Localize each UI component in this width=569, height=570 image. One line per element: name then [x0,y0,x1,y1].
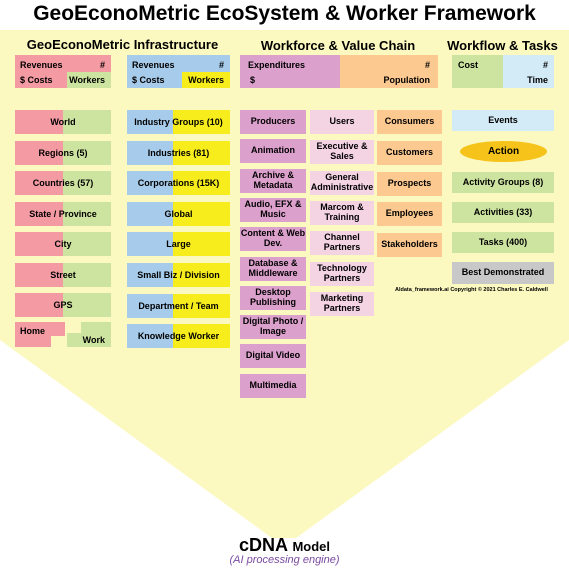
industry-level-0-label: Industry Groups (10) [134,117,223,127]
industry-metric-header: Revenues # $ Costs Workers [127,55,230,88]
tasks-box: Tasks (400) [452,232,554,253]
industry-level-6-label: Department / Team [138,300,219,311]
geo-level-0: World [15,110,111,134]
geo-level-5: Street [15,262,111,287]
industry-revenues-label: Revenues [132,60,175,70]
industry-level-3: Global [127,201,230,226]
geo-level-1-label: Regions (5) [38,147,88,158]
user-3: Marcom & Training [310,200,374,225]
industry-costs-label: $ Costs [132,75,165,85]
user-4: Channel Partners [310,231,374,256]
producer-4: Content & Web Dev. [240,227,306,252]
geo-level-1: Regions (5) [15,140,111,165]
geo-workers-label: Workers [69,75,105,85]
workforce-count-label: # [424,60,430,70]
best-demonstrated-box: Best Demonstrated [452,262,554,284]
cdna-label: cDNA [238,535,288,555]
geo-level-2: Countries (57) [15,171,111,195]
model-label: Model [292,539,331,554]
geo-level-3: State / Province [15,201,111,226]
producer-1: Animation [240,139,306,164]
home-label: Home [20,326,46,336]
workforce-dollar-label: $ [250,75,256,85]
page-title: GeoEconoMetric EcoSystem & Worker Framew… [33,2,536,25]
workforce-population-label: Population [383,75,431,85]
workforce-metric-header: Expenditures # $ Population [240,55,438,88]
consumer-1: Customers [377,140,442,165]
copyright-text: Aldata_framework.ai Copyright © 2021 Cha… [395,287,548,293]
workforce-header: Workforce & Value Chain [260,38,416,53]
events-box: Events [452,110,554,131]
workflow-count-label: # [542,60,548,70]
geo-level-5-label: Street [50,269,76,280]
user-5: Technology Partners [310,261,374,286]
industry-level-1: Industries (81) [127,140,230,165]
geo-level-4-label: City [54,239,72,249]
geo-metric-header: Revenues # $ Costs Workers [15,55,111,88]
consumer-3: Employees [377,202,442,227]
workflow-cost-label: Cost [458,60,478,70]
consumer-0: Consumers [377,110,442,134]
geo-costs-label: $ Costs [20,75,53,85]
geo-level-4: City [15,232,111,256]
industry-level-2: Corporations (15K) [127,171,230,196]
geo-level-2-label: Countries (57) [32,178,94,188]
work-label: Work [82,335,105,345]
producer-2: Archive & Metadata [240,168,306,193]
geo-level-6-label: GPS [53,300,73,310]
workflow-time-label: Time [527,75,548,85]
industry-level-7-label: Knowledge Worker [137,331,220,342]
workflow-metric-header: Cost # Time [452,55,554,88]
industry-level-5-label: Small Biz / Division [137,270,220,280]
activities-box: Activities (33) [452,202,554,223]
action-ellipse: Action [460,141,547,162]
producer-8: Digital Video [240,344,306,369]
industry-level-5: Small Biz / Division [127,263,230,287]
producer-5: Database & Middleware [240,256,306,281]
workflow-header: Workflow & Tasks [447,38,558,53]
user-0: Users [310,110,374,134]
producer-6: Desktop Publishing [240,285,306,310]
industry-level-1-label: Industries (81) [147,147,210,158]
geo-level-0-label: World [50,117,76,127]
user-2: General Administrative [310,170,374,195]
consumer-2: Prospects [377,171,442,196]
industry-level-6: Department / Team [127,293,230,318]
producer-7: Digital Photo / Image [240,315,306,340]
industry-level-2-label: Corporations (15K) [137,178,220,189]
activity-groups-box: Activity Groups (8) [452,172,554,193]
geo-level-6: GPS [15,293,111,317]
home-work-box: Home Work [15,322,111,347]
user-6: Marketing Partners [310,291,374,316]
industry-level-4-label: Large [166,239,191,250]
industry-level-3-label: Global [164,208,193,219]
producer-9: Multimedia [240,373,306,398]
consumer-4: Stakeholders [377,233,442,258]
geo-level-3-label: State / Province [29,208,97,219]
industry-level-7: Knowledge Worker [127,324,230,349]
infrastructure-header: GeoEconoMetric Infrastructure [26,37,219,52]
industry-level-4: Large [127,232,230,257]
industry-level-0: Industry Groups (10) [127,110,230,134]
producer-0: Producers [240,110,306,134]
user-1: Executive & Sales [310,140,374,165]
geo-count-label: # [99,60,105,70]
industry-workers-label: Workers [188,75,224,85]
industry-count-label: # [218,60,224,70]
geo-revenues-label: Revenues [20,60,63,70]
ai-engine-subtitle: (AI processing engine) [229,554,340,566]
cdna-model-label: cDNA Model [0,535,569,556]
workforce-expenditures-label: Expenditures [248,60,306,70]
producer-3: Audio, EFX & Music [240,197,306,222]
